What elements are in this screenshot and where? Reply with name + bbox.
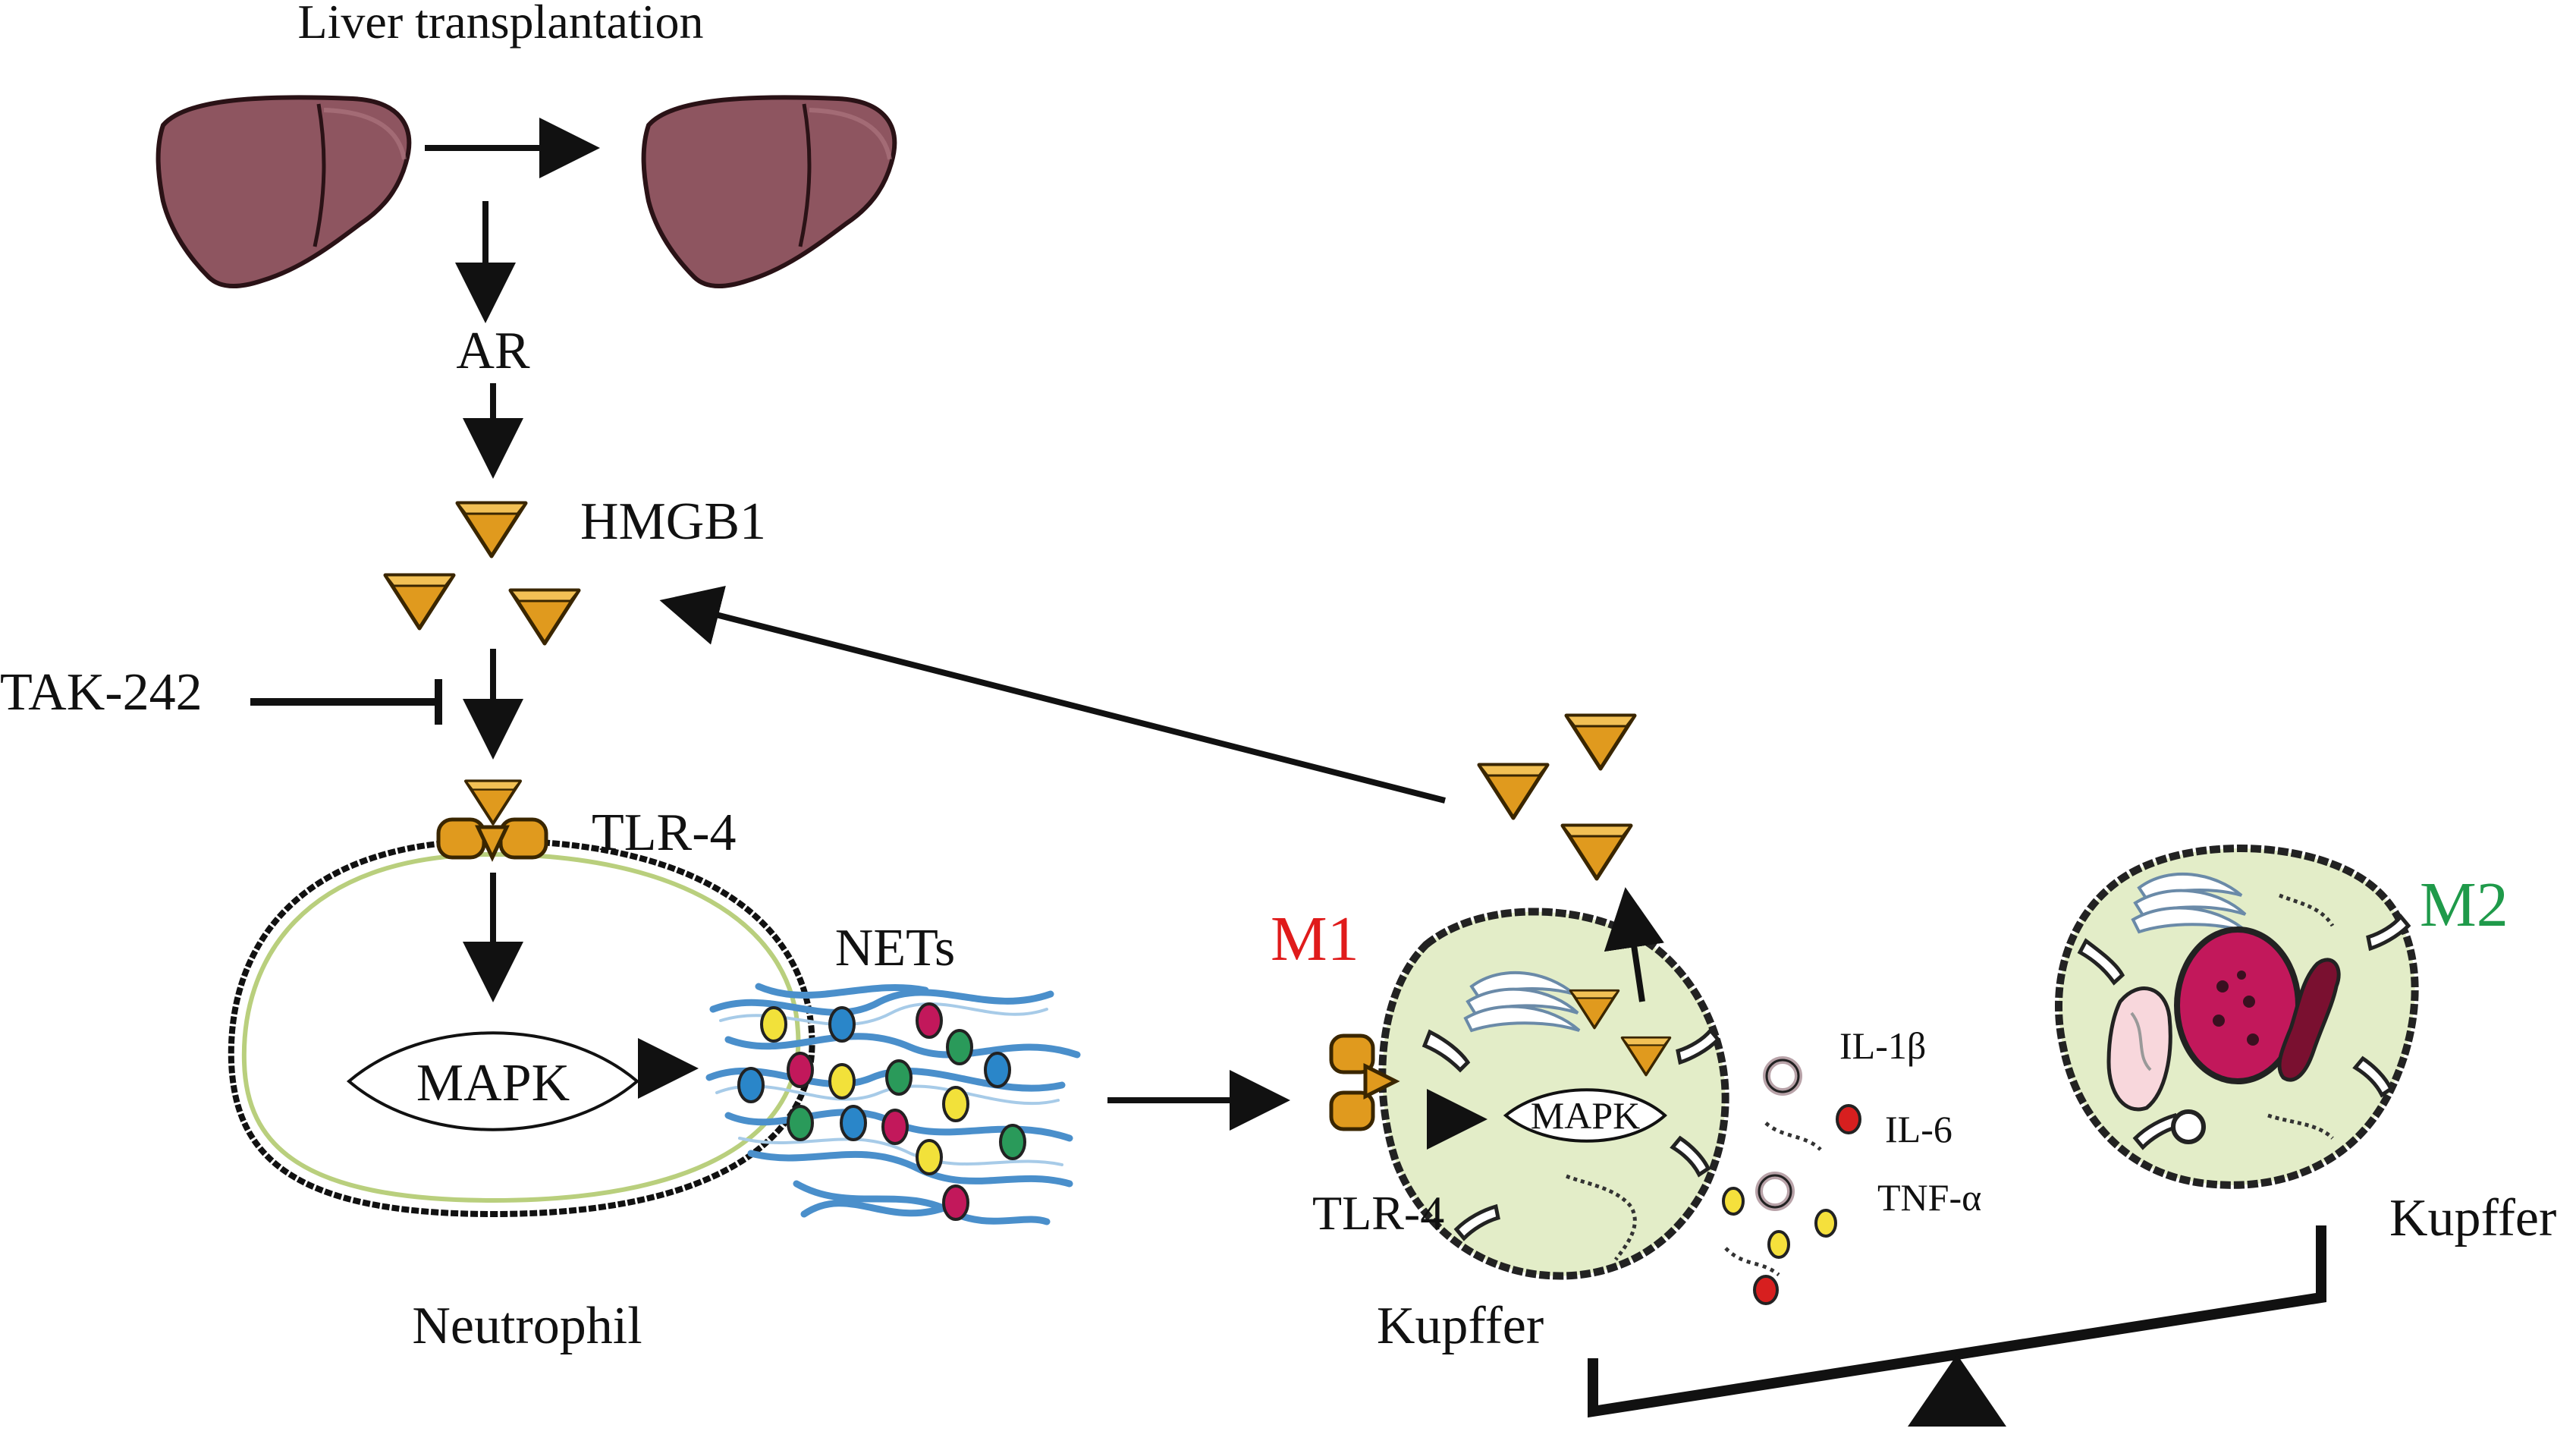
neutrophil-label: Neutrophil bbox=[412, 1297, 642, 1355]
hmgb1-bound-tlr4 bbox=[466, 781, 520, 823]
kupffer-m2-vesicle bbox=[2171, 1109, 2206, 1144]
tlr4-receptor-neutrophil bbox=[436, 817, 548, 862]
liver-transplantation-title: Liver transplantation bbox=[298, 0, 704, 49]
kupffer-m1-golgi bbox=[1463, 971, 1581, 1033]
hmgb1-molecule-right bbox=[510, 590, 579, 643]
kupffer-m2-er-2 bbox=[2267, 1113, 2334, 1140]
il6-label: IL-6 bbox=[1885, 1108, 1952, 1150]
tlr4-receptor-kupffer bbox=[1329, 1033, 1400, 1131]
kupffer-m1-label: Kupffer bbox=[1377, 1297, 1544, 1355]
hmgb1-released-2 bbox=[1566, 716, 1635, 769]
nets-beads bbox=[737, 1002, 1026, 1221]
hmgb1-label: HMGB1 bbox=[580, 492, 766, 551]
hmgb1-release-arrow bbox=[1604, 887, 1664, 1002]
kupffer-m2-membrane-notches bbox=[2077, 914, 2411, 1150]
cytokine-dots-1 bbox=[1764, 1122, 1822, 1151]
kupffer-m2-mito-crista bbox=[2130, 1011, 2152, 1071]
kupffer-m2-label: Kupffer bbox=[2389, 1189, 2556, 1247]
tnfa-label: TNF-α bbox=[1877, 1176, 1981, 1219]
kupffer-m2-mitochondrion-pink bbox=[2106, 986, 2172, 1112]
tlr4-neutrophil-label: TLR-4 bbox=[592, 804, 737, 862]
cytokine-dots-2 bbox=[1724, 1247, 1780, 1276]
nets-label: NETs bbox=[835, 919, 955, 977]
kupffer-to-hmgb1-feedback-arrow bbox=[659, 586, 1446, 804]
mapk-neutrophil-shape bbox=[346, 1031, 640, 1131]
kupffer-m2-nucleoli bbox=[2213, 971, 2259, 1046]
cytokines bbox=[1722, 1056, 1861, 1305]
neutrophil-cell bbox=[228, 837, 815, 1218]
ar-label: AR bbox=[456, 322, 530, 380]
hmgb1-molecule-top bbox=[457, 503, 526, 556]
donor-liver-icon bbox=[159, 97, 410, 286]
hmgb1-molecule-left bbox=[385, 575, 454, 628]
recipient-liver-icon bbox=[644, 97, 895, 286]
hmgb1-released-1 bbox=[1479, 765, 1547, 818]
kupffer-m2-er bbox=[2279, 893, 2335, 927]
mapk-kupffer-shape bbox=[1503, 1088, 1667, 1143]
kupffer-m2-mitochondrion-dark bbox=[2277, 958, 2341, 1082]
hmgb1-released-3 bbox=[1563, 826, 1631, 879]
balance-fulcrum bbox=[1908, 1354, 2006, 1427]
mapk-kupffer-label: MAPK bbox=[1531, 1094, 1640, 1137]
m2-label: M2 bbox=[2420, 870, 2508, 940]
neutrophil-membrane bbox=[241, 851, 801, 1203]
kupffer-m1-membrane-notches bbox=[1422, 1027, 1721, 1241]
tlr4-kupffer-label: TLR-4 bbox=[1312, 1186, 1444, 1240]
mapk-neutrophil-label: MAPK bbox=[416, 1054, 570, 1112]
kupffer-m2-golgi bbox=[2131, 872, 2248, 934]
tak242-label: TAK-242 bbox=[0, 663, 203, 722]
m1-label: M1 bbox=[1271, 904, 1359, 974]
il1b-label: IL-1β bbox=[1839, 1024, 1926, 1067]
